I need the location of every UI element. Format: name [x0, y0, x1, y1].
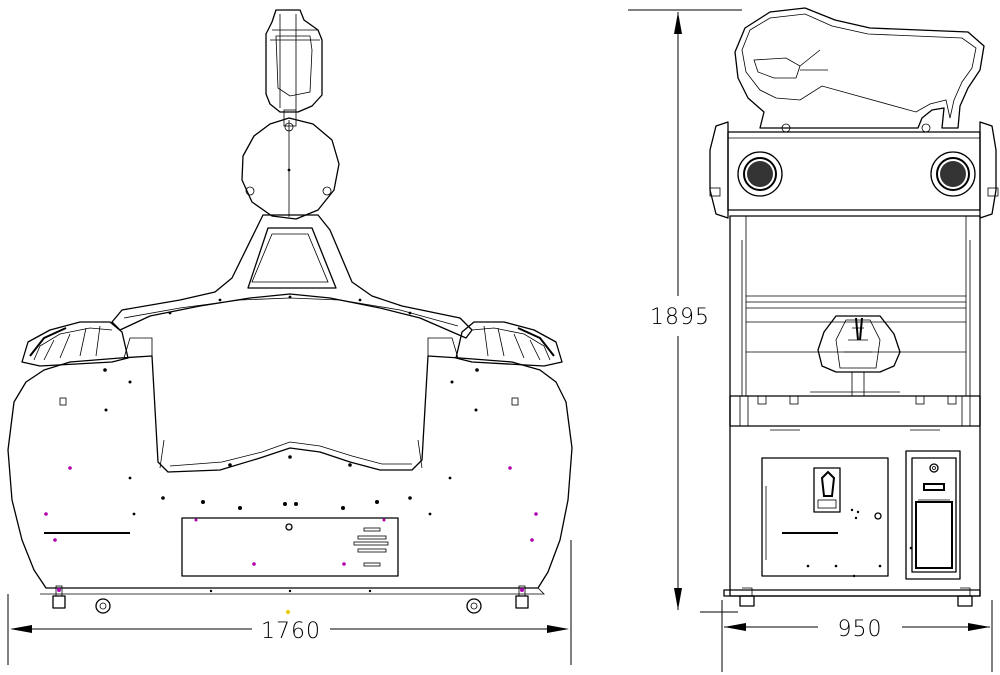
width-dimension: 1760	[7, 540, 572, 665]
main-body	[7, 337, 573, 595]
height-label: 1895	[650, 305, 710, 330]
magenta-markers	[44, 466, 538, 566]
top-seat	[265, 9, 323, 127]
side-frame	[729, 215, 981, 597]
left-headrest	[21, 321, 129, 367]
round-disc	[241, 117, 340, 220]
speaker-left	[737, 151, 783, 197]
side-lower-panels	[761, 450, 961, 580]
width-label: 1760	[261, 619, 321, 644]
right-headrest	[455, 321, 563, 367]
vent-slots	[353, 527, 389, 567]
front-feet	[52, 585, 529, 614]
fastener-dots	[103, 368, 479, 593]
side-top-seat	[734, 7, 985, 133]
side-view: 1895 950	[628, 7, 999, 672]
speaker-right	[930, 151, 976, 197]
yoke-frame	[111, 214, 473, 339]
front-view: 1760	[7, 9, 573, 665]
side-feet	[723, 587, 981, 607]
side-width-dimension: 950	[721, 600, 993, 672]
height-dimension: 1895	[628, 9, 742, 613]
speaker-box	[709, 121, 999, 219]
side-width-label: 950	[838, 617, 883, 642]
